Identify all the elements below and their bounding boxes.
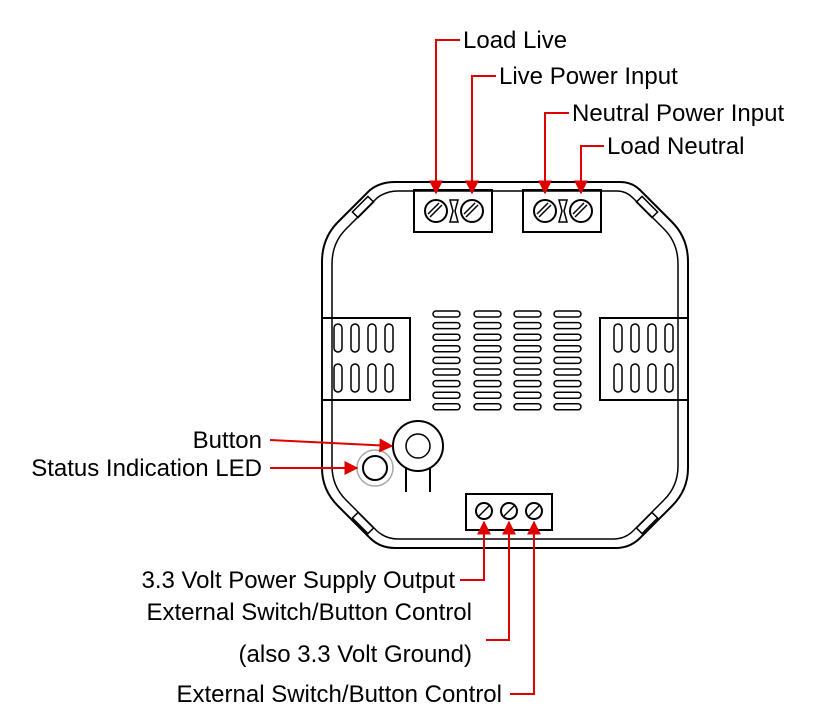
vent-slot (513, 379, 542, 388)
vent-slot (432, 356, 461, 365)
vent-slot (513, 321, 542, 330)
vent-slot (513, 368, 542, 376)
vent-slot (473, 356, 502, 365)
vent-slot (513, 356, 542, 365)
label-live-power-input: Live Power Input (499, 63, 678, 90)
vent-slot (513, 403, 542, 411)
screw-icon (424, 199, 448, 223)
housing-outline (321, 181, 689, 549)
button-assembly (356, 420, 444, 492)
label-load-live: Load Live (463, 27, 567, 54)
terminal-block-housing (413, 189, 493, 233)
terminal-block-live (413, 189, 493, 233)
vent-slot (473, 333, 502, 341)
vent-slot (513, 310, 542, 318)
vent-slot (432, 403, 461, 411)
vent-slot (513, 345, 542, 353)
screw-icon (569, 199, 593, 223)
label-button: Button (193, 427, 262, 454)
vent-slot (553, 356, 582, 365)
vent-slot (553, 321, 582, 330)
terminal-block-housing (522, 189, 602, 233)
leader-load-live (429, 39, 460, 195)
vent-slot (432, 321, 461, 330)
vent-slot (553, 368, 582, 376)
vent-slot (553, 333, 582, 341)
vent-slot (473, 391, 502, 399)
leader-lines (269, 39, 604, 695)
corner-tab (351, 195, 375, 219)
vent-slot (513, 391, 542, 399)
terminal-block-neutral (522, 189, 602, 233)
vent-panel-right (599, 317, 689, 401)
label-status-led: Status Indication LED (31, 455, 262, 482)
vent-slot (553, 379, 582, 388)
terminal-divider (558, 199, 568, 223)
button-leg (405, 467, 431, 492)
leader-neutral-power-input (538, 112, 569, 195)
vent-slot (432, 379, 461, 388)
screw-icon (475, 502, 493, 520)
vent-slot (432, 310, 461, 318)
label-neutral-power-input: Neutral Power Input (572, 100, 784, 127)
vent-slot (473, 321, 502, 330)
device-body (321, 181, 689, 549)
labels: Load Live Live Power Input Neutral Power… (31, 27, 784, 708)
housing-inner-outline (331, 190, 679, 540)
leader-ext-control-1 (486, 520, 516, 641)
leader-load-neutral (574, 145, 604, 195)
vent-slot (473, 345, 502, 353)
vent-slot (432, 333, 461, 341)
screw-icon (500, 502, 518, 520)
label-supply-output: 3.3 Volt Power Supply Output (141, 567, 455, 594)
leader-live-power-input (465, 75, 496, 195)
corner-tab (635, 511, 659, 535)
vent-slot (473, 310, 502, 318)
vent-panel-frame (321, 317, 411, 401)
label-load-neutral: Load Neutral (607, 133, 744, 160)
vent-slot (473, 403, 502, 411)
vent-panel-frame (599, 317, 689, 401)
vent-slot (473, 368, 502, 376)
screw-icon (533, 199, 557, 223)
leader-ext-control-2 (510, 520, 541, 695)
center-vent-grid (432, 310, 582, 411)
vent-slot (432, 391, 461, 399)
vent-slot (553, 403, 582, 411)
vent-slot (513, 333, 542, 341)
corner-tab (351, 511, 375, 535)
vent-slot (432, 345, 461, 353)
button-icon (392, 420, 444, 472)
screw-icon (460, 199, 484, 223)
leader-supply-output (460, 520, 491, 581)
label-ext-control-2: External Switch/Button Control (177, 681, 503, 708)
terminal-divider (449, 199, 459, 223)
vent-panel-left (321, 317, 411, 401)
label-ext-control-1: External Switch/Button Control (147, 599, 473, 626)
vent-slot (553, 310, 582, 318)
vent-slot (553, 345, 582, 353)
led-icon (362, 455, 388, 481)
terminal-block-low-voltage (465, 493, 553, 531)
label-ground-note: (also 3.3 Volt Ground) (239, 641, 472, 668)
screw-icon (525, 502, 543, 520)
vent-slot (553, 391, 582, 399)
vent-slot (432, 368, 461, 376)
corner-tab (635, 195, 659, 219)
vent-slot (473, 379, 502, 388)
leader-button (269, 438, 394, 453)
